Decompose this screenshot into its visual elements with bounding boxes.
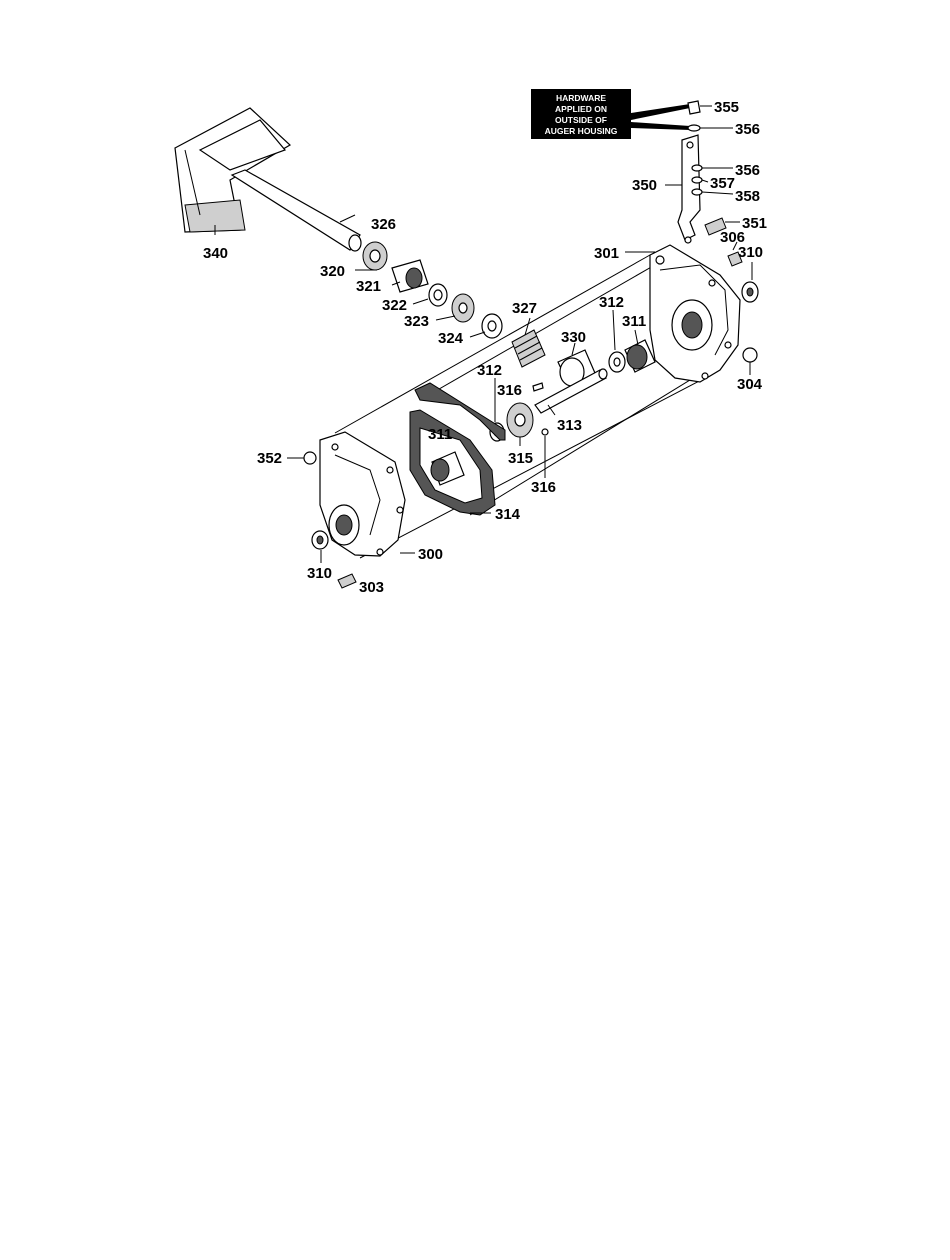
label-324: 324 [438,330,464,347]
label-304: 304 [737,376,763,393]
label-316-bottom: 316 [531,479,556,496]
label-358: 358 [735,188,760,205]
label-314: 314 [495,506,521,523]
hardware-note: HARDWARE APPLIED ON OUTSIDE OF AUGER HOU… [531,89,690,139]
note-line-3: OUTSIDE OF [555,115,607,125]
label-303: 303 [359,579,384,596]
label-352: 352 [257,450,282,467]
label-312-right: 312 [599,294,624,311]
label-355: 355 [714,99,739,116]
note-line-2: APPLIED ON [555,104,607,114]
label-301: 301 [594,245,619,262]
label-320: 320 [320,263,345,280]
label-313: 313 [557,417,582,434]
auger-assembly [175,108,361,251]
worm-gear [512,330,545,367]
label-312-left: 312 [477,362,502,379]
label-326: 326 [371,216,396,233]
label-311-left: 311 [428,426,452,443]
label-316-top: 316 [497,382,522,399]
label-351: 351 [742,215,767,232]
right-bearings [609,340,655,372]
label-330: 330 [561,329,586,346]
label-327: 327 [512,300,537,317]
label-356-bracket: 356 [735,162,760,179]
label-356-top: 356 [735,121,760,138]
note-line-4: AUGER HOUSING [545,126,618,136]
label-321: 321 [356,278,381,295]
gasket [410,383,505,515]
note-line-1: HARDWARE [556,93,606,103]
label-357: 357 [710,175,735,192]
label-350: 350 [632,177,657,194]
label-340: 340 [203,245,228,262]
label-322: 322 [382,297,407,314]
right-housing [650,245,740,382]
bushing-and-shaft [535,350,607,413]
label-311-right: 311 [622,313,646,330]
shaft-hardware-stack [363,242,502,338]
label-310-left: 310 [307,565,332,582]
label-300: 300 [418,546,443,563]
label-323: 323 [404,313,429,330]
label-315: 315 [508,450,533,467]
label-310-right: 310 [738,244,763,261]
